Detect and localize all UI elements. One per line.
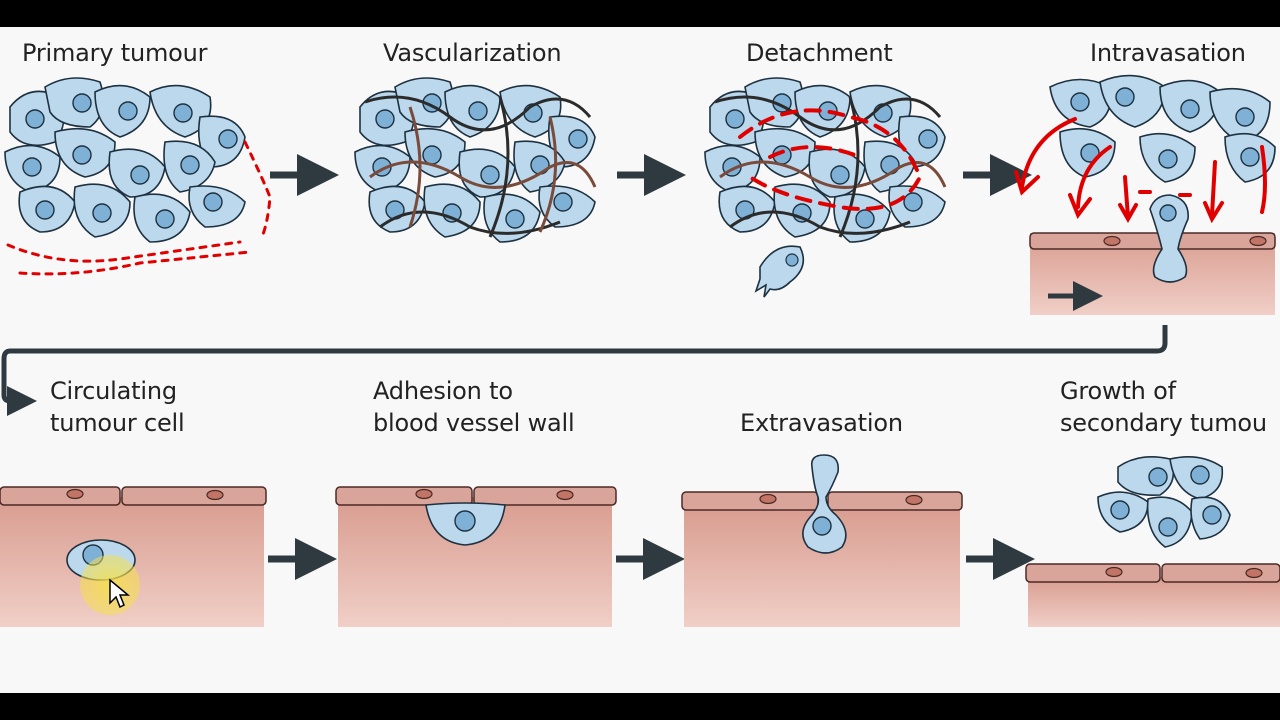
label-extravasation: Extravasation <box>740 409 903 437</box>
detachment-cluster <box>704 77 947 298</box>
intravasation-scene <box>1014 74 1276 315</box>
label-circulating-line2: tumour cell <box>50 409 185 437</box>
row-connector-arrow <box>1 325 1168 416</box>
vascularization-cluster <box>354 77 597 243</box>
label-growth-line1: Growth of <box>1060 377 1176 405</box>
primary-annotation <box>6 140 272 276</box>
label-adhesion-line1: Adhesion to <box>373 377 513 405</box>
vessel-adhesion <box>335 486 617 627</box>
label-adhesion-line2: blood vessel wall <box>373 409 575 437</box>
vessel-secondary <box>1025 456 1280 627</box>
diagram-art <box>0 74 1280 627</box>
vessel-extravasation <box>681 454 963 627</box>
intravasation-annotation <box>1014 117 1267 224</box>
pointer-icon <box>109 578 131 609</box>
primary-tumour-cluster <box>4 77 246 243</box>
primary-tumour-nuclei <box>22 93 238 229</box>
label-circulating-line1: Circulating <box>50 377 177 405</box>
label-intravasation: Intravasation <box>1090 39 1246 67</box>
label-vascularization: Vascularization <box>383 39 562 67</box>
label-detachment: Detachment <box>746 39 893 67</box>
label-growth-line2: secondary tumou <box>1060 409 1267 437</box>
detached-cell <box>754 245 805 298</box>
vessel-circulating <box>0 486 267 627</box>
label-primary-tumour: Primary tumour <box>22 39 208 67</box>
diagram-canvas: Primary tumour Vascularization Detachmen… <box>0 27 1280 693</box>
